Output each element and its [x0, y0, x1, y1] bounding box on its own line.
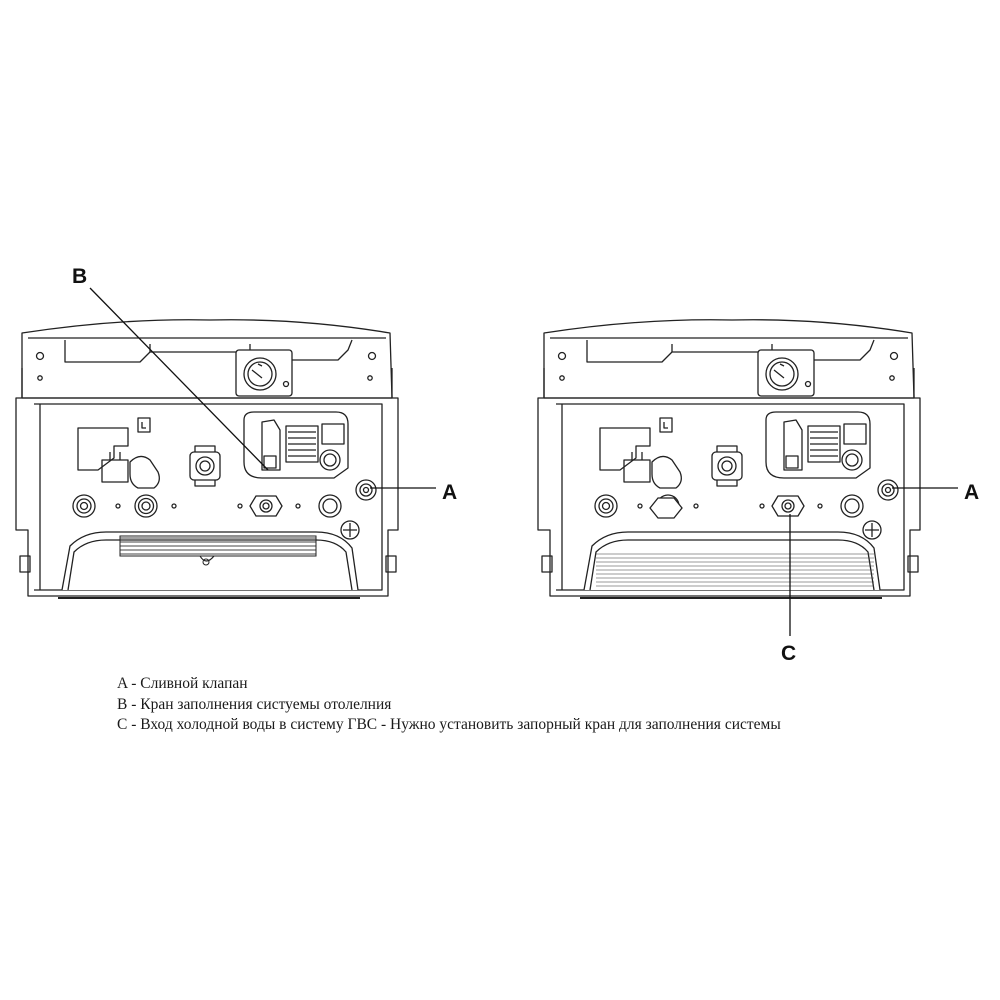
legend: A - Сливной клапан B - Кран заполнения с…	[117, 674, 977, 736]
boiler-left	[15, 318, 399, 599]
legend-item-a: A - Сливной клапан	[117, 675, 248, 692]
callout-b-left: B	[72, 265, 87, 288]
legend-item-c: C - Вход холодной воды в систему ГВС - Н…	[117, 716, 781, 733]
legend-item-b: B - Кран заполнения систуемы отолелния	[117, 695, 392, 713]
grille-left	[119, 535, 317, 557]
callout-c-right: C	[781, 642, 796, 665]
boiler-right	[537, 318, 921, 599]
leader-lines	[89, 287, 958, 636]
callout-a-right: A	[964, 481, 979, 504]
callout-a-left: A	[442, 481, 457, 504]
leader-b	[89, 287, 269, 471]
grille-right	[596, 552, 874, 588]
